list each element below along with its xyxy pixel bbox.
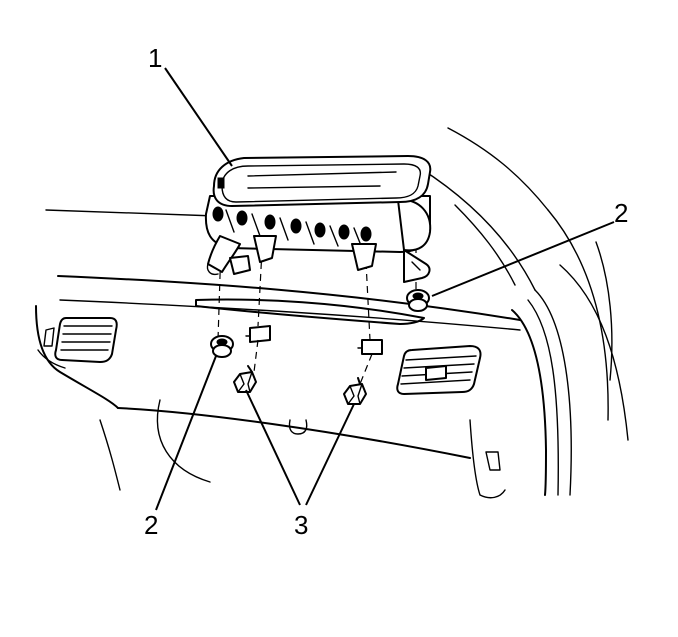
callout-1: 1: [148, 43, 162, 73]
callout-labels: 1 2 2 3: [144, 43, 628, 540]
right-air-vent: [396, 345, 482, 395]
mounting-bracket-left: [245, 325, 271, 343]
callout-2-right: 2: [614, 198, 628, 228]
left-air-vent: [43, 317, 118, 363]
module-studs: [212, 206, 372, 249]
instrument-panel: [35, 127, 629, 499]
callout-3: 3: [294, 510, 308, 540]
module-opening: [195, 298, 425, 325]
callout-leaders: [155, 67, 615, 511]
nut-left: [210, 335, 234, 358]
bolt-right: [343, 377, 367, 405]
callout-2-left: 2: [144, 510, 158, 540]
nut-right: [406, 289, 430, 312]
instrument-panel-module: [204, 155, 432, 283]
mounting-bracket-right: [357, 339, 383, 355]
bolt-left: [233, 365, 257, 393]
